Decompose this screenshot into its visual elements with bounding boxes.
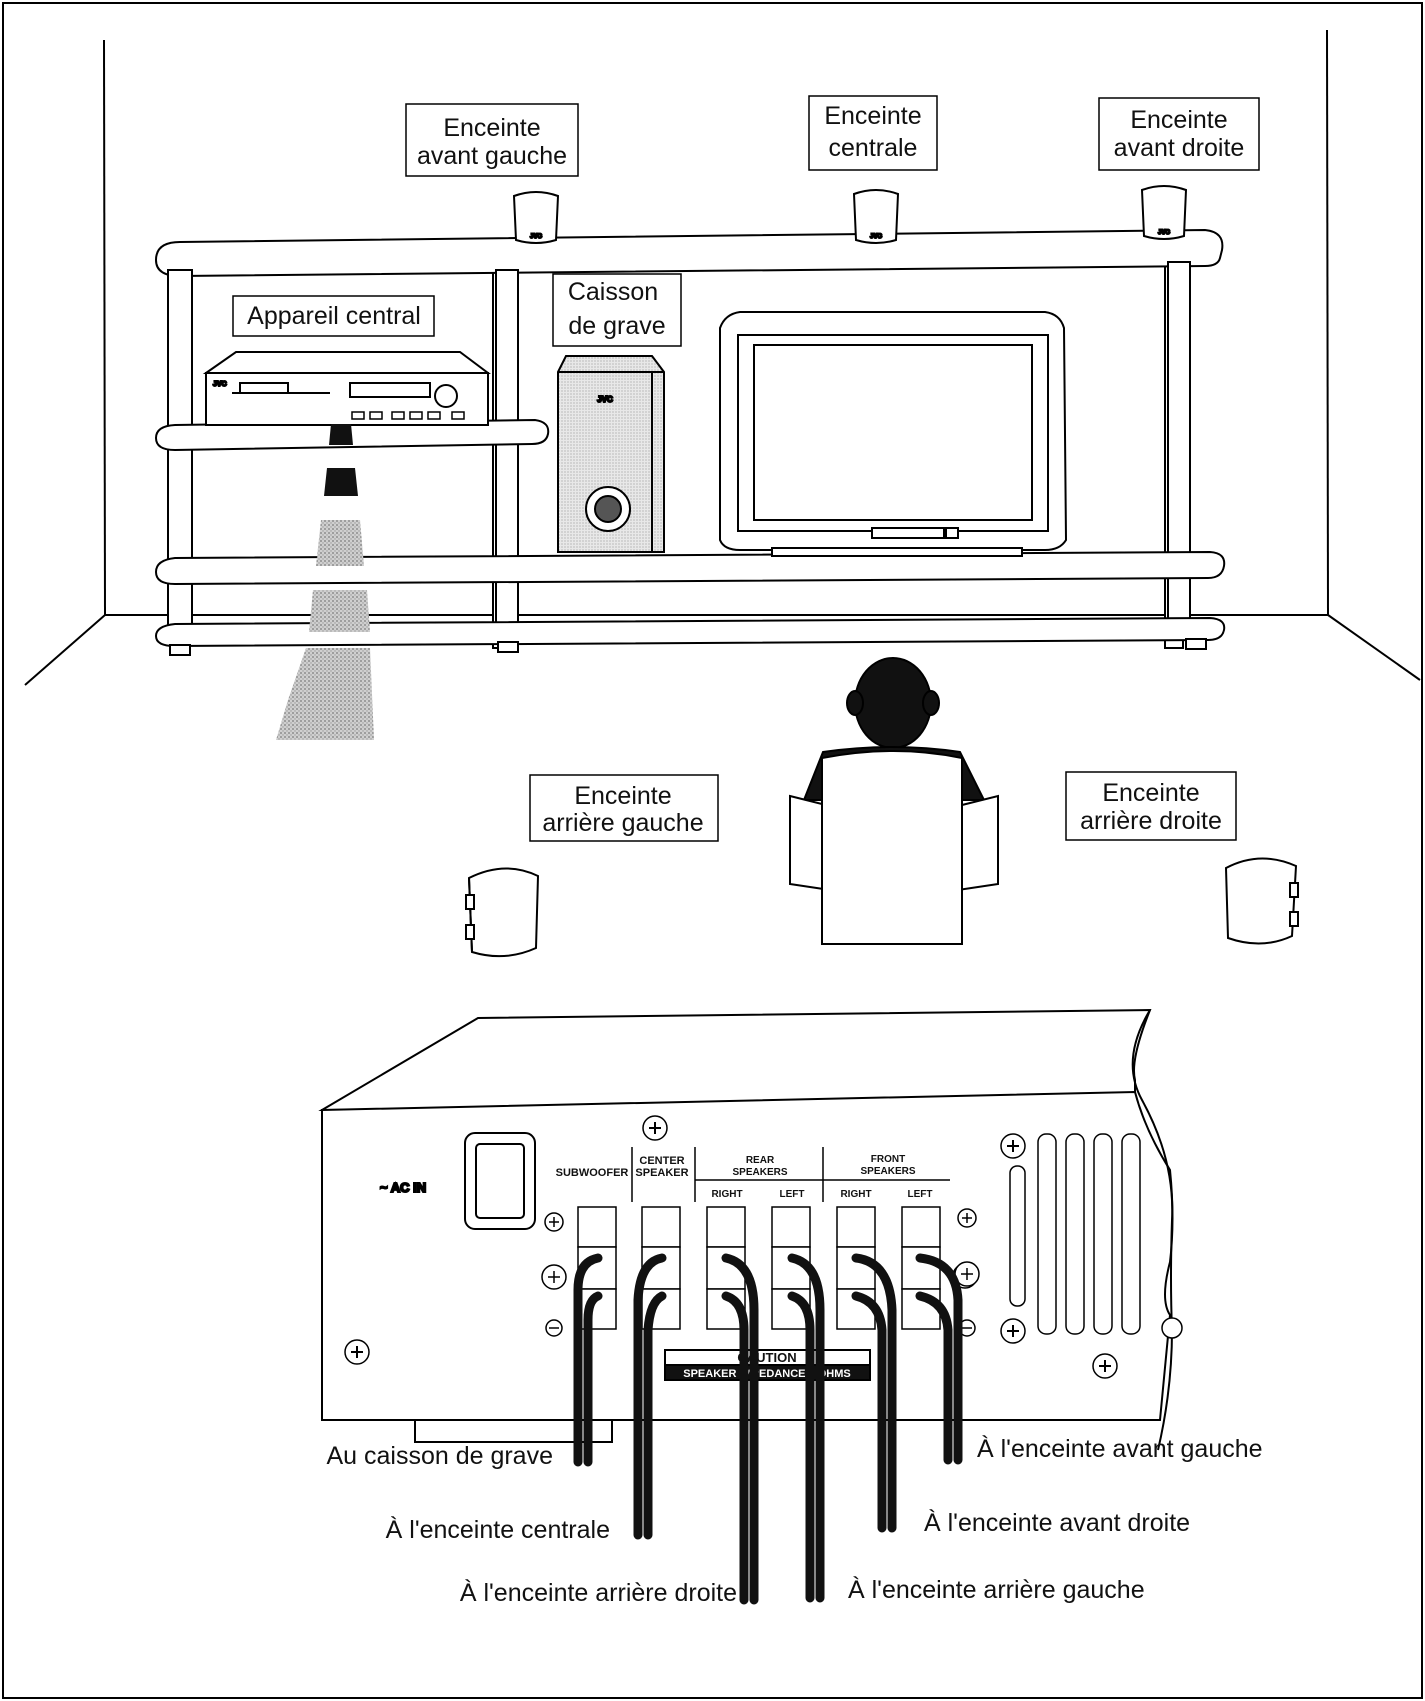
- label-line: avant droite: [1114, 134, 1245, 162]
- wire-label-front-left: À l'enceinte avant gauche: [977, 1434, 1263, 1463]
- subwoofer: JVC: [557, 355, 665, 553]
- front-left-label: LEFT: [908, 1189, 933, 1200]
- label-front-right: Enceinte avant droite: [1098, 97, 1260, 171]
- terminal-labels: SUBWOOFER CENTER SPEAKER REAR SPEAKERS F…: [556, 1154, 933, 1200]
- label-front-left: Enceinte avant gauche: [405, 103, 579, 177]
- wire-label-center: À l'enceinte centrale: [386, 1515, 610, 1544]
- front-terminal-label: SPEAKERS: [860, 1166, 915, 1177]
- label-line: arrière droite: [1080, 807, 1222, 835]
- label-center: Enceinte centrale: [808, 95, 938, 171]
- rear-right-speaker: [1224, 857, 1299, 945]
- label-line: Enceinte: [1130, 106, 1227, 134]
- rear-right-label: RIGHT: [711, 1189, 742, 1200]
- front-right-speaker: JVC: [1140, 185, 1188, 240]
- rear-left-speaker: [465, 867, 540, 958]
- subwoofer-brand: JVC: [597, 395, 613, 404]
- label-line: avant gauche: [417, 142, 567, 170]
- label-line: Enceinte: [574, 782, 671, 810]
- label-line: centrale: [829, 134, 918, 162]
- rear-left-label: LEFT: [780, 1189, 805, 1200]
- subwoofer-terminal-label: SUBWOOFER: [556, 1167, 629, 1179]
- television: [719, 311, 1068, 557]
- front-right-label: RIGHT: [840, 1189, 871, 1200]
- label-line: arrière gauche: [542, 809, 703, 837]
- main-unit: JVC: [202, 351, 491, 426]
- label-subwoofer: Caisson de grave: [552, 273, 682, 347]
- rear-terminal-label: REAR: [746, 1155, 775, 1166]
- label-line: Enceinte: [1102, 779, 1199, 807]
- label-line: Enceinte: [824, 102, 921, 130]
- wire-label-rear-right: À l'enceinte arrière droite: [460, 1578, 737, 1607]
- label-rear-right: Enceinte arrière droite: [1065, 771, 1237, 841]
- remote-sensor-beam: [276, 424, 374, 740]
- label-line: Caisson: [568, 278, 658, 306]
- front-terminal-label: FRONT: [871, 1154, 905, 1165]
- wire-label-subwoofer: Au caisson de grave: [326, 1442, 553, 1470]
- rear-terminal-label: SPEAKERS: [732, 1167, 787, 1178]
- label-line: Enceinte: [443, 114, 540, 142]
- unit-brand: JVC: [213, 381, 227, 388]
- label-main-unit: Appareil central: [232, 295, 435, 337]
- center-terminal-label: SPEAKER: [635, 1167, 688, 1179]
- room-walls: [24, 29, 1421, 686]
- speaker-brand: JVC: [530, 234, 542, 240]
- center-speaker: JVC: [852, 189, 900, 244]
- ac-in-label: ~ AC IN: [380, 1180, 426, 1195]
- wire-label-front-right: À l'enceinte avant droite: [924, 1508, 1190, 1537]
- speaker-brand: JVC: [1158, 230, 1170, 236]
- label-line: Appareil central: [247, 302, 421, 330]
- speaker-brand: JVC: [870, 234, 882, 240]
- center-terminal-label: CENTER: [639, 1155, 684, 1167]
- front-left-speaker: JVC: [512, 191, 560, 244]
- label-line: de grave: [568, 312, 665, 340]
- wire-label-rear-left: À l'enceinte arrière gauche: [848, 1575, 1145, 1604]
- label-rear-left: Enceinte arrière gauche: [529, 774, 719, 842]
- listener-with-chair: [789, 657, 999, 945]
- speaker-wires: [573, 1253, 963, 1605]
- tv-stand: [154, 228, 1226, 656]
- impedance-label: SPEAKER IMPEDANCE 6 OHMS: [683, 1368, 850, 1380]
